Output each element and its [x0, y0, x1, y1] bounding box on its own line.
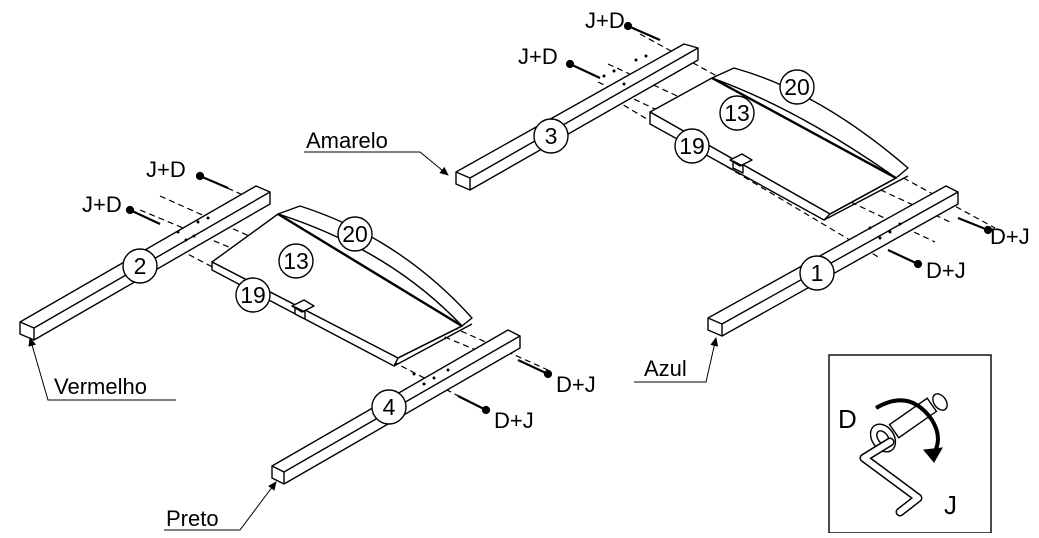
- part-number-13-left: 13: [283, 248, 309, 274]
- rail-3: [455, 43, 699, 191]
- inset-box: [828, 354, 992, 534]
- fastener-label-left-2: J+D: [82, 192, 122, 217]
- part-number-3: 3: [545, 123, 558, 149]
- fastener-label-right-2: D+J: [926, 258, 966, 283]
- rail-holes-right: [602, 54, 902, 240]
- rail-holes-left: [176, 216, 450, 386]
- fastener-label-top-2: J+D: [518, 44, 558, 69]
- rail-1: [707, 185, 959, 337]
- bolts: [125, 21, 993, 415]
- part-number-4: 4: [383, 394, 396, 420]
- bracket-right: [729, 153, 753, 174]
- fastener-label-top-1: J+D: [585, 8, 625, 33]
- color-label-amarelo: Amarelo: [306, 128, 388, 153]
- part-number-19-right: 19: [679, 133, 705, 159]
- fastener-label-left-1: J+D: [146, 157, 186, 182]
- part-number-20-left: 20: [342, 221, 368, 247]
- part-number-1: 1: [811, 260, 824, 286]
- right-assembly: [455, 33, 996, 337]
- color-label-azul: Azul: [644, 356, 687, 381]
- fastener-label-right-1: D+J: [990, 224, 1030, 249]
- fastener-label-bottom-1: D+J: [556, 372, 596, 397]
- color-leaders: [28, 151, 719, 531]
- rotate-arrow-icon: [874, 398, 940, 458]
- inset-label-d: D: [838, 404, 857, 434]
- part-number-19-left: 19: [240, 282, 266, 308]
- color-label-preto: Preto: [166, 506, 219, 531]
- inset-label-j: J: [944, 490, 957, 520]
- fastener-label-bottom-2: D+J: [494, 408, 534, 433]
- color-label-vermelho: Vermelho: [54, 374, 147, 399]
- left-assembly: [19, 175, 549, 485]
- bracket-left: [291, 299, 315, 320]
- part-number-20-right: 20: [784, 74, 810, 100]
- part-number-13-right: 13: [724, 100, 750, 126]
- part-number-2: 2: [134, 253, 147, 279]
- part-callouts: [122, 69, 835, 425]
